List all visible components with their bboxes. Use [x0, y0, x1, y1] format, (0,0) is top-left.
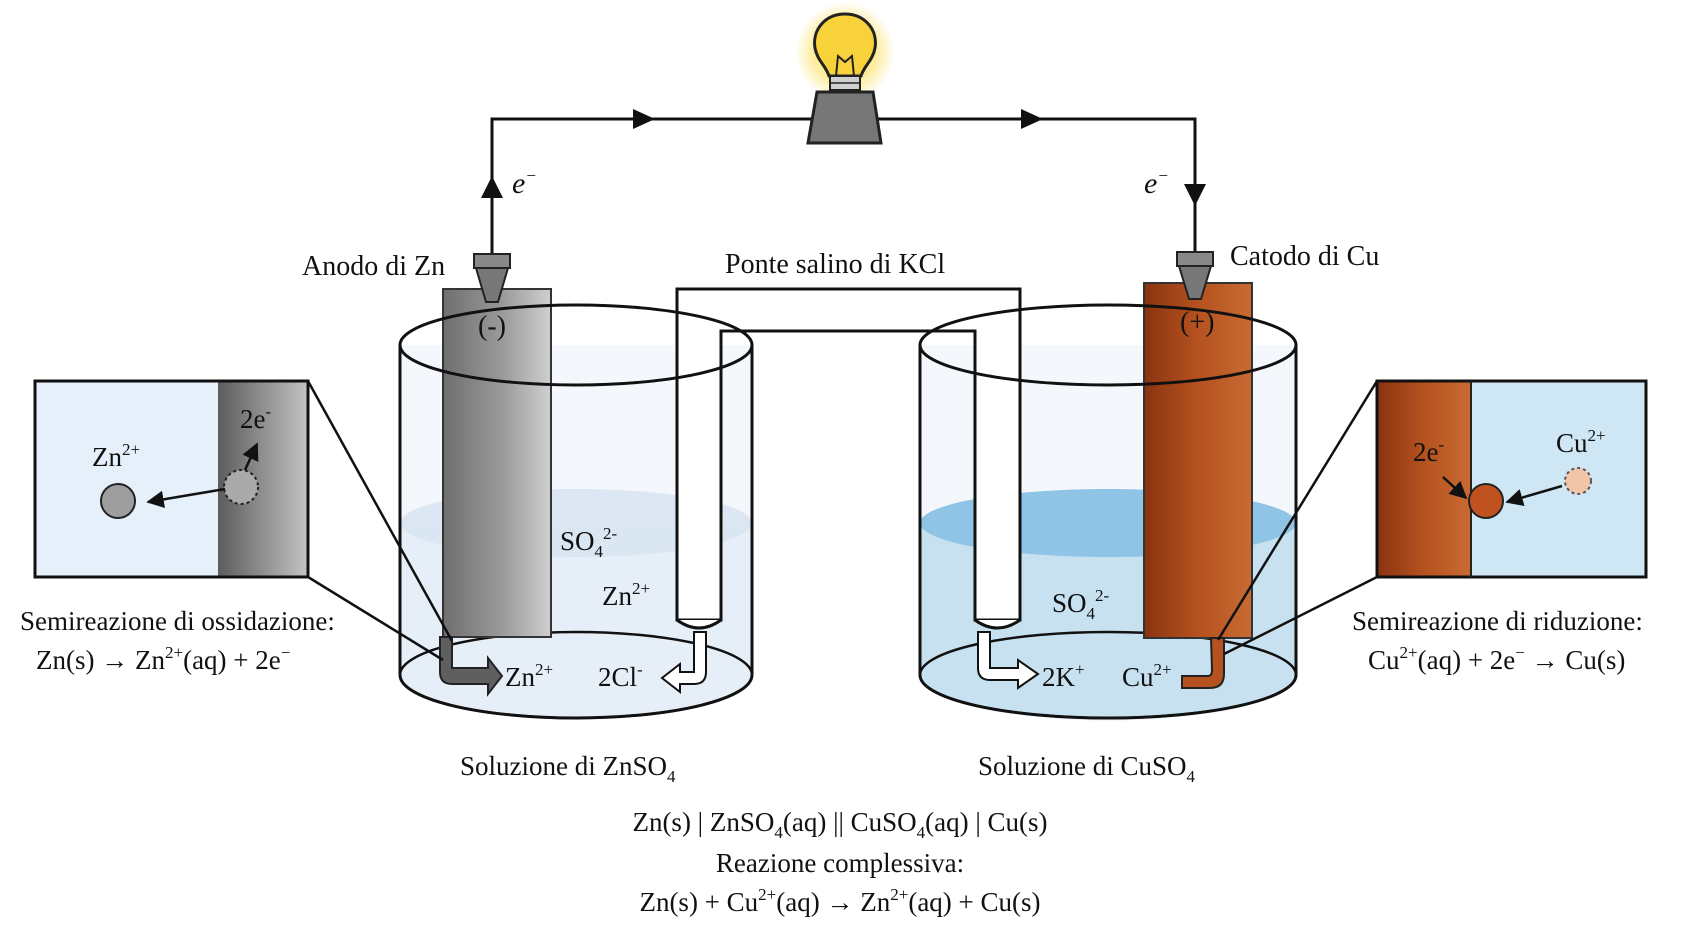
zinc-electrode	[442, 288, 552, 638]
cl-ion-arrow-label: 2Cl-	[598, 660, 643, 692]
k-ion-arrow-label: 2K+	[1042, 660, 1085, 692]
electron-arrow-down-icon	[1184, 184, 1206, 206]
salt-bridge-label: Ponte salino di KCl	[725, 249, 945, 280]
light-bulb-icon	[795, 2, 895, 145]
k-ion-arrow-icon	[977, 631, 1040, 690]
inset-electrons-label-right: 2e-	[1413, 435, 1444, 467]
reduction-caption: Semireazione di riduzione:	[1352, 606, 1643, 636]
copper-tip-arrow-icon	[1181, 637, 1225, 689]
cu-ion-approaching-icon	[1564, 467, 1592, 495]
electron-label-left: e−	[512, 166, 537, 200]
electron-label-right: e−	[1144, 166, 1169, 200]
zinc-tip-arrow-icon	[439, 636, 504, 697]
right-beaker-rim	[918, 303, 1298, 387]
right-so4-ion: SO42-	[1052, 586, 1110, 623]
reduction-inset: 2e- Cu2+	[1375, 379, 1648, 579]
zn-atom-leaving-icon	[223, 469, 259, 505]
anode-sign: (-)	[478, 311, 506, 342]
cathode-sign: (+)	[1180, 307, 1214, 338]
left-solution-label: Soluzione di ZnSO4	[460, 751, 676, 786]
salt-bridge	[675, 287, 1022, 630]
zn-ion-arrow-label: Zn2+	[505, 660, 553, 692]
left-inset-connector	[306, 380, 454, 662]
overall-heading: Reazione complessiva:	[716, 848, 964, 878]
electron-arrow-up-icon	[481, 176, 503, 198]
left-beaker-rim	[398, 303, 754, 387]
oxidation-caption: Semireazione di ossidazione:	[20, 606, 335, 636]
overall-equation: Zn(s) + Cu2+(aq) → Zn2+(aq) + Cu(s)	[639, 885, 1040, 917]
right-inset-connector	[1216, 380, 1379, 656]
inset-cu-label: Cu2+	[1556, 426, 1606, 458]
oxidation-inset: Zn2+ 2e-	[33, 379, 310, 579]
anode-clamp-icon	[473, 253, 511, 303]
cu-ion-arrow-label: Cu2+	[1122, 660, 1172, 692]
reduction-equation: Cu2+(aq) + 2e− → Cu(s)	[1368, 643, 1625, 675]
oxidation-equation: Zn(s) → Zn2+(aq) + 2e−	[36, 643, 290, 675]
cathode-clamp-icon	[1176, 251, 1214, 300]
inset-zn-label: Zn2+	[92, 440, 140, 472]
inset-electrons-label: 2e-	[240, 402, 271, 434]
current-arrow-right-icon	[1021, 109, 1043, 129]
cl-ion-arrow-icon	[660, 631, 707, 695]
anode-label: Anodo di Zn	[302, 251, 445, 282]
right-solution-label: Soluzione di CuSO4	[978, 751, 1196, 786]
left-so4-ion: SO42-	[560, 524, 618, 561]
cell-notation: Zn(s) | ZnSO4(aq) || CuSO4(aq) | Cu(s)	[632, 807, 1047, 842]
cu-deposited-atom-icon	[1468, 483, 1504, 519]
left-zn-ion: Zn2+	[602, 579, 650, 611]
cathode-label: Catodo di Cu	[1230, 241, 1379, 272]
current-arrow-left-icon	[633, 109, 655, 129]
zn-ion-particle-icon	[100, 483, 136, 519]
